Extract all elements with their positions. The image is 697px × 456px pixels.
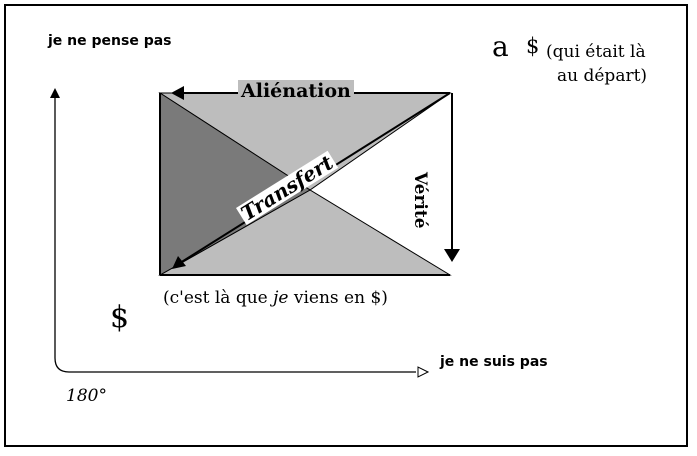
axis-up-arrowhead <box>50 88 60 98</box>
je-ne-pense-pas-label: je ne pense pas <box>48 33 172 49</box>
cest-la-que-label: (c'est là que je viens en $) <box>163 288 388 308</box>
je-ne-suis-pas-label: je ne suis pas <box>440 354 548 370</box>
verite-label: Vérité <box>410 170 430 231</box>
axis-right-arrowhead <box>417 366 430 378</box>
cest-end-text: ) <box>381 288 388 308</box>
alienation-label: Aliénation <box>238 80 354 102</box>
cest-je-text: je <box>273 288 289 308</box>
verite-arrowhead <box>444 249 460 262</box>
diagram-frame <box>4 4 688 447</box>
au-depart-label: au départ) <box>557 66 648 86</box>
qui-etait-la-label: (qui était là <box>546 42 646 62</box>
angle-label: 180° <box>66 386 107 406</box>
axis-path <box>54 95 416 373</box>
objet-a-label: a <box>492 30 509 63</box>
cest-barred-s: $ <box>370 288 382 308</box>
barred-s-bottom: $ <box>110 300 130 335</box>
alienation-arrowhead <box>171 86 184 100</box>
barred-s-top: $ <box>526 34 540 58</box>
transfert-arrowhead <box>172 256 186 269</box>
cest-post-text: viens en <box>288 288 371 308</box>
cest-pre-text: (c'est là que <box>163 288 274 308</box>
